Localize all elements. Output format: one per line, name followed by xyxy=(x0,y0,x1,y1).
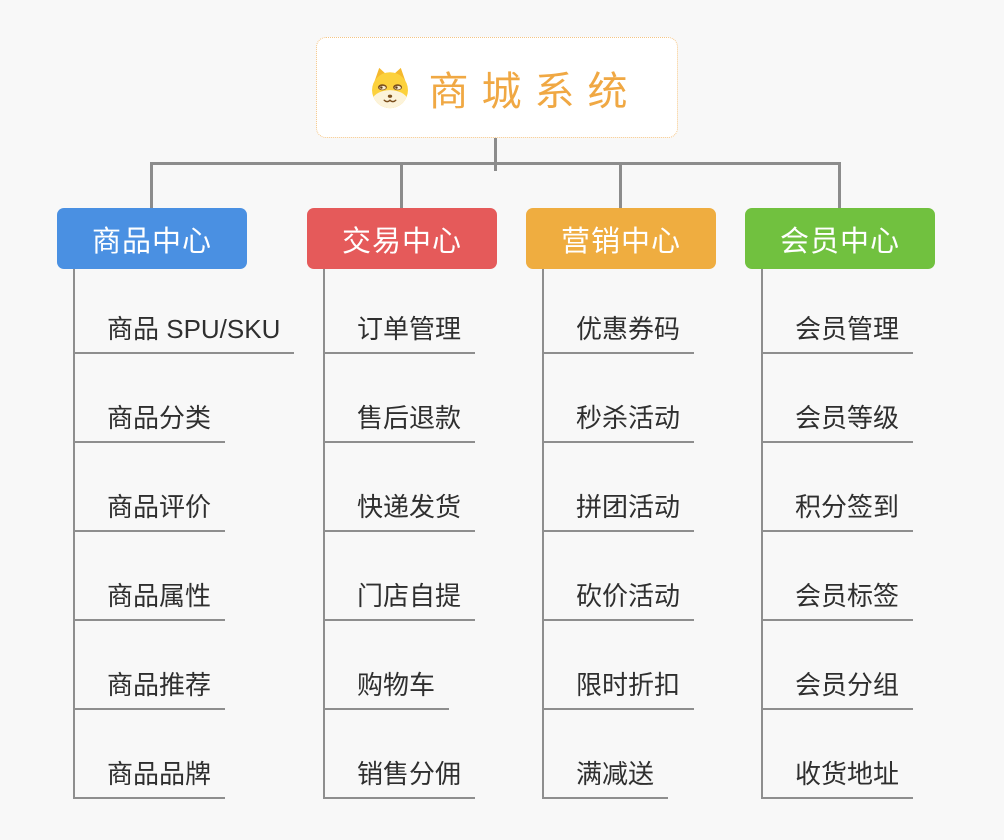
branch-node[interactable]: 交易中心 xyxy=(307,208,497,269)
leaf-node[interactable]: 会员标签 xyxy=(763,532,914,621)
leaf-node[interactable]: 拼团活动 xyxy=(544,443,695,532)
leaf-label: 秒杀活动 xyxy=(576,403,681,434)
branch-children: 会员管理会员等级积分签到会员标签会员分组收货地址 xyxy=(761,269,914,799)
leaf-node[interactable]: 订单管理 xyxy=(325,269,476,354)
leaf-node[interactable]: 积分签到 xyxy=(763,443,914,532)
leaf-node[interactable]: 商品 SPU/SKU xyxy=(75,269,295,354)
leaf-node[interactable]: 会员管理 xyxy=(763,269,914,354)
leaf-node[interactable]: 购物车 xyxy=(325,621,450,710)
leaf-node[interactable]: 秒杀活动 xyxy=(544,354,695,443)
root-node[interactable]: 商城系统 xyxy=(316,37,678,138)
branch-label: 商品中心 xyxy=(91,225,212,258)
leaf-label: 商品推荐 xyxy=(107,670,212,701)
leaf-node[interactable]: 会员分组 xyxy=(763,621,914,710)
leaf-node[interactable]: 限时折扣 xyxy=(544,621,695,710)
connector-drop xyxy=(400,162,403,209)
root-label: 商城系统 xyxy=(428,69,641,114)
leaf-label: 门店自提 xyxy=(357,581,462,612)
leaf-node[interactable]: 商品评价 xyxy=(75,443,226,532)
leaf-node[interactable]: 商品属性 xyxy=(75,532,226,621)
leaf-node[interactable]: 销售分佣 xyxy=(325,710,476,799)
connector-root-stem xyxy=(494,138,497,171)
leaf-label: 满减送 xyxy=(576,759,655,790)
leaf-label: 会员标签 xyxy=(795,581,900,612)
leaf-label: 商品品牌 xyxy=(107,759,212,790)
leaf-node[interactable]: 满减送 xyxy=(544,710,669,799)
leaf-label: 售后退款 xyxy=(357,403,462,434)
leaf-label: 优惠券码 xyxy=(576,314,681,345)
branch-label: 会员中心 xyxy=(779,225,900,258)
leaf-label: 会员等级 xyxy=(795,403,900,434)
leaf-node[interactable]: 优惠券码 xyxy=(544,269,695,354)
leaf-label: 会员管理 xyxy=(795,314,900,345)
leaf-node[interactable]: 售后退款 xyxy=(325,354,476,443)
leaf-label: 拼团活动 xyxy=(576,492,681,523)
leaf-label: 积分签到 xyxy=(795,492,900,523)
branch-label: 营销中心 xyxy=(560,225,681,258)
leaf-node[interactable]: 砍价活动 xyxy=(544,532,695,621)
branch-children: 优惠券码秒杀活动拼团活动砍价活动限时折扣满减送 xyxy=(542,269,695,799)
leaf-node[interactable]: 门店自提 xyxy=(325,532,476,621)
branch-node[interactable]: 商品中心 xyxy=(57,208,247,269)
leaf-label: 砍价活动 xyxy=(576,581,681,612)
connector-drop xyxy=(619,162,622,209)
connector-drop xyxy=(838,162,841,209)
leaf-node[interactable]: 收货地址 xyxy=(763,710,914,799)
leaf-node[interactable]: 商品分类 xyxy=(75,354,226,443)
leaf-label: 快递发货 xyxy=(357,492,462,523)
leaf-label: 商品分类 xyxy=(107,403,212,434)
leaf-node[interactable]: 快递发货 xyxy=(325,443,476,532)
leaf-label: 商品属性 xyxy=(107,581,212,612)
leaf-label: 收货地址 xyxy=(795,759,900,790)
leaf-label: 购物车 xyxy=(357,670,436,701)
branch-node[interactable]: 会员中心 xyxy=(745,208,935,269)
shiba-dog-icon xyxy=(367,65,413,111)
branch-node[interactable]: 营销中心 xyxy=(526,208,716,269)
branch-label: 交易中心 xyxy=(341,225,462,258)
leaf-label: 商品评价 xyxy=(107,492,212,523)
leaf-node[interactable]: 商品推荐 xyxy=(75,621,226,710)
leaf-label: 订单管理 xyxy=(357,314,462,345)
leaf-label: 销售分佣 xyxy=(357,759,462,790)
leaf-node[interactable]: 商品品牌 xyxy=(75,710,226,799)
connector-rail xyxy=(150,162,841,165)
branch-children: 订单管理售后退款快递发货门店自提购物车销售分佣 xyxy=(323,269,476,799)
leaf-label: 会员分组 xyxy=(795,670,900,701)
leaf-label: 限时折扣 xyxy=(576,670,681,701)
connector-drop xyxy=(150,162,153,209)
leaf-label: 商品 SPU/SKU xyxy=(107,314,281,345)
branch-children: 商品 SPU/SKU 商品分类商品评价商品属性商品推荐商品品牌 xyxy=(73,269,295,799)
leaf-node[interactable]: 会员等级 xyxy=(763,354,914,443)
